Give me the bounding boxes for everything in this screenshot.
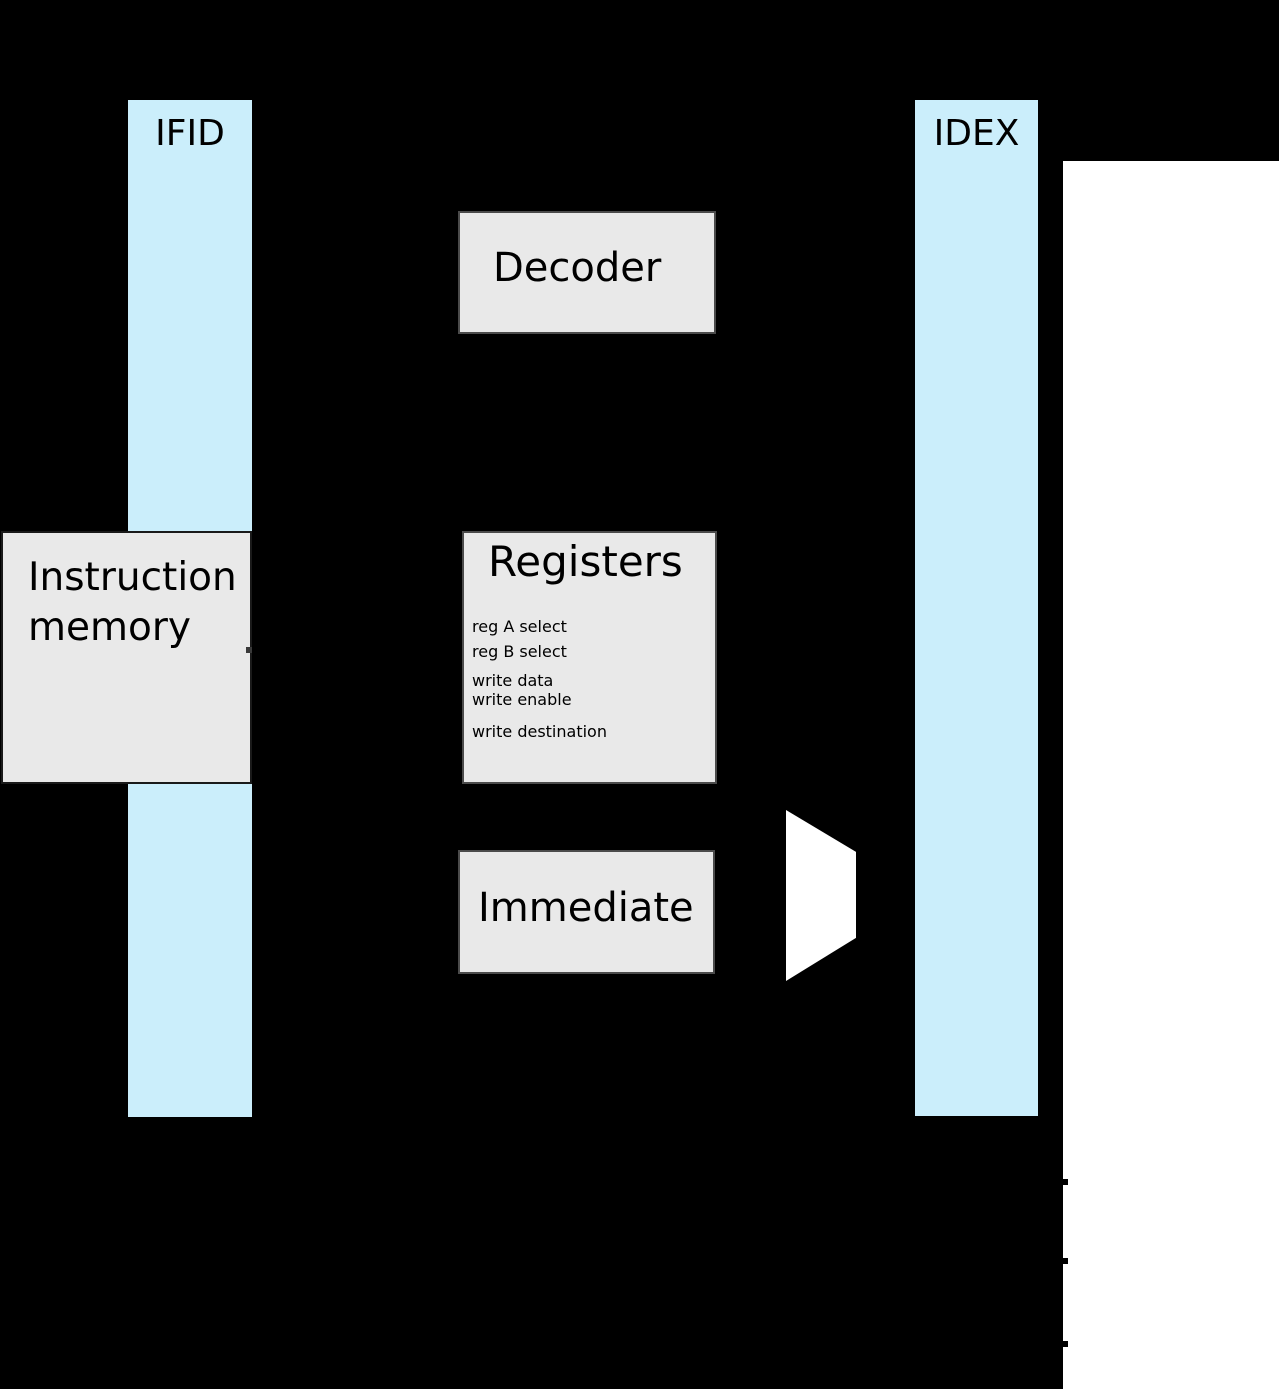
instruction-memory-block: Instruction memory bbox=[1, 531, 252, 784]
ifid-label: IFID bbox=[155, 113, 225, 154]
port-reg-b-select: reg B select bbox=[472, 642, 567, 661]
registers-block: Registers reg A select reg B select writ… bbox=[462, 531, 717, 784]
instruction-memory-label-line1: Instruction bbox=[28, 555, 237, 600]
decoder-label: Decoder bbox=[493, 244, 662, 291]
immediate-label: Immediate bbox=[478, 885, 694, 931]
idex-pipeline-register-bar: IDEX bbox=[914, 99, 1039, 1117]
multiplexer-shape bbox=[786, 810, 856, 981]
port-write-destination: write destination bbox=[472, 722, 607, 741]
idex-label: IDEX bbox=[933, 113, 1020, 154]
immediate-block: Immediate bbox=[458, 850, 715, 974]
right-white-panel bbox=[1063, 161, 1279, 1389]
decoder-block: Decoder bbox=[458, 211, 716, 334]
registers-title: Registers bbox=[488, 537, 683, 586]
connector-stub bbox=[1060, 1179, 1068, 1185]
connector-stub bbox=[1060, 1258, 1068, 1264]
port-write-data: write data bbox=[472, 671, 554, 690]
connector-stub bbox=[246, 647, 252, 653]
instruction-memory-label-line2: memory bbox=[28, 605, 191, 650]
port-write-enable: write enable bbox=[472, 690, 572, 709]
port-reg-a-select: reg A select bbox=[472, 617, 567, 636]
connector-stub bbox=[1060, 1341, 1068, 1347]
